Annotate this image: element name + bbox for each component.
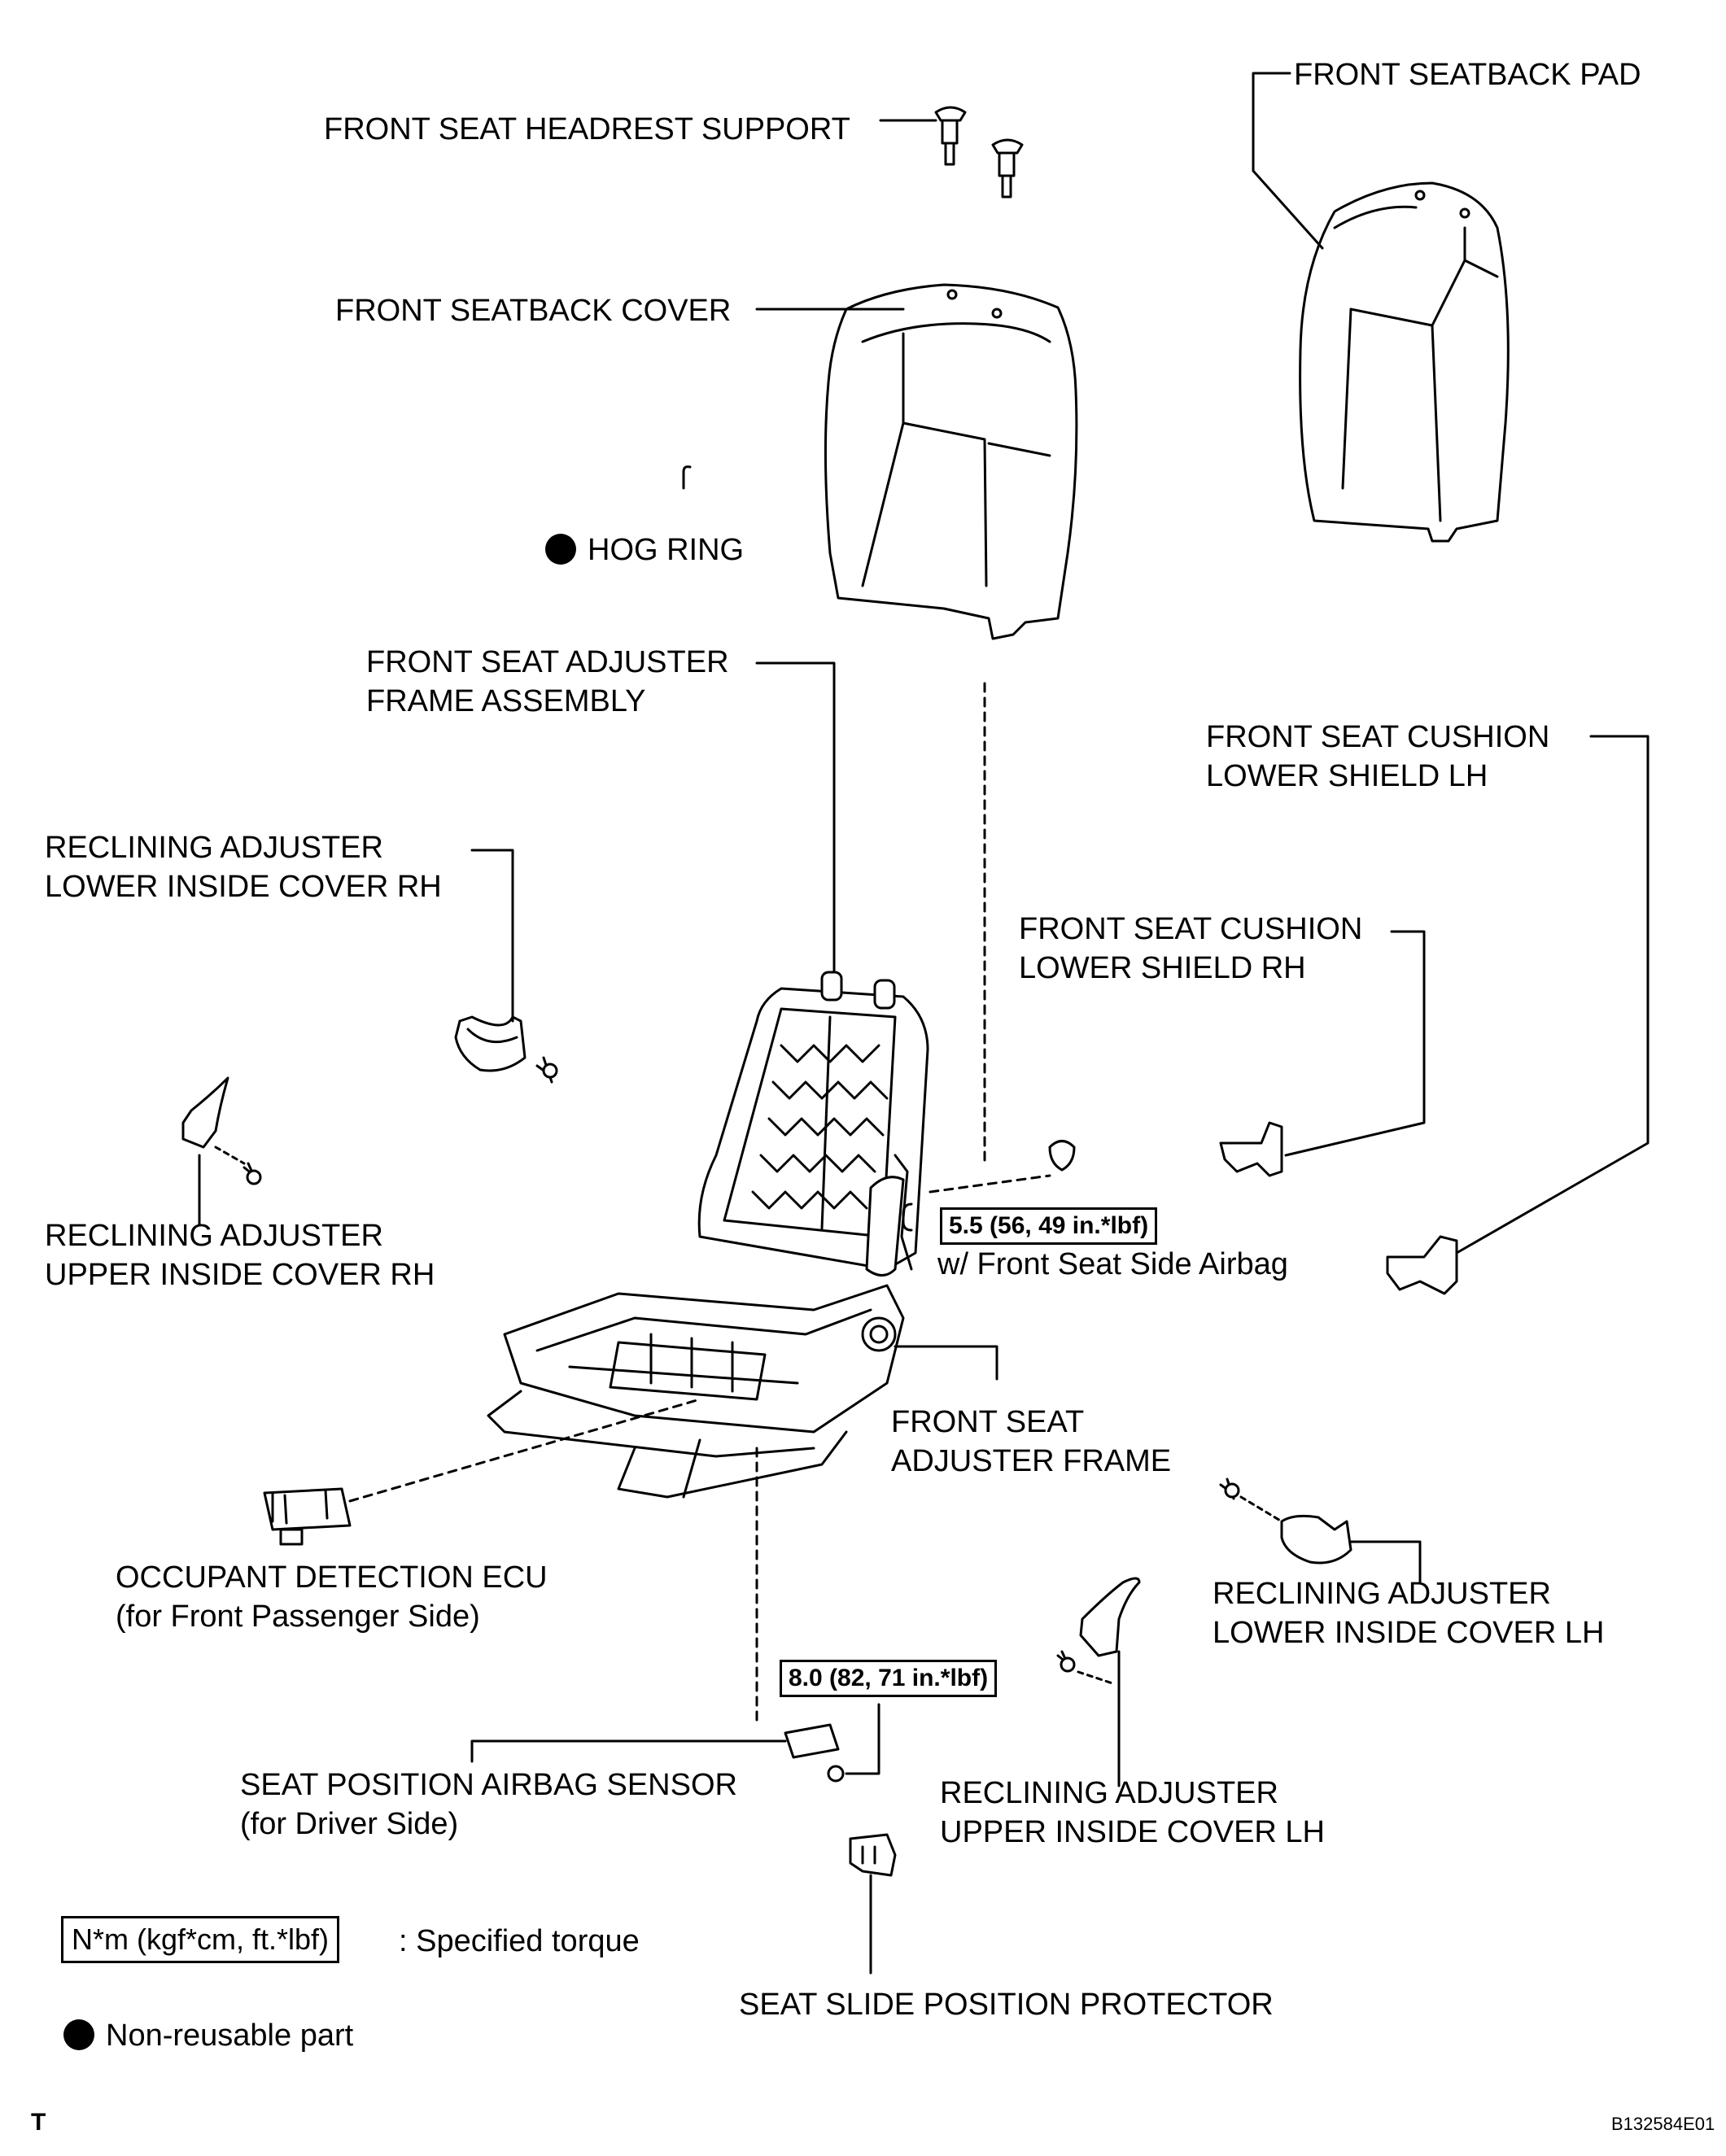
dashed-ecu (348, 1398, 701, 1503)
label-occupant-ecu-line2: (for Front Passenger Side) (116, 1600, 480, 1634)
figure-id: B132584E01 (1611, 2114, 1715, 2134)
lower-cover-rh-part (454, 1015, 558, 1084)
legend-torque-box: N*m (kgf*cm, ft.*lbf) (61, 1916, 340, 1963)
label-shield-rh-line2: LOWER SHIELD RH (1019, 951, 1306, 985)
leader-lower-cover-rh (470, 849, 514, 1023)
seatback-pad-part (1299, 181, 1510, 543)
seat-frame-assembly-part (487, 971, 929, 1499)
label-frame-assembly-line1: FRONT SEAT ADJUSTER (366, 645, 729, 679)
label-lower-cover-rh-line1: RECLINING ADJUSTER (45, 831, 383, 865)
legend-torque-text: : Specified torque (399, 1924, 640, 1958)
seatback-cover-part (824, 283, 1078, 640)
label-upper-cover-rh-line2: UPPER INSIDE COVER RH (45, 1258, 435, 1292)
label-frame-assembly-line2: FRAME ASSEMBLY (366, 684, 646, 718)
label-lower-cover-lh-line2: LOWER INSIDE COVER LH (1213, 1616, 1605, 1650)
leader-seatback-pad (1252, 72, 1324, 250)
occupant-ecu-part (263, 1487, 352, 1546)
non-reusable-dot-icon (63, 2019, 94, 2050)
upper-cover-rh-part (181, 1076, 262, 1185)
non-reusable-dot-icon (545, 534, 576, 565)
legend-nonreusable: Non-reusable part (63, 2016, 353, 2055)
corner-mark-left: T (31, 2109, 46, 2136)
cushion-shield-lh-part (1386, 1235, 1458, 1295)
torque-position-sensor: 8.0 (82, 71 in.*lbf) (780, 1660, 998, 1697)
label-adjuster-frame-line1: FRONT SEAT (891, 1405, 1085, 1439)
label-position-sensor-line1: SEAT POSITION AIRBAG SENSOR (240, 1768, 737, 1802)
label-lower-cover-lh-line1: RECLINING ADJUSTER (1213, 1577, 1551, 1611)
label-upper-cover-lh-line1: RECLINING ADJUSTER (940, 1776, 1278, 1810)
position-sensor-part (784, 1723, 845, 1783)
leader-lower-cover-lh (1349, 1540, 1422, 1584)
label-lower-cover-rh-line2: LOWER INSIDE COVER RH (45, 870, 442, 904)
slide-protector-part (849, 1833, 897, 1877)
leader-shield-lh (1455, 735, 1650, 1255)
lower-cover-lh-part (1219, 1477, 1352, 1565)
leader-airbag-dashed (929, 1174, 1051, 1194)
leader-frame-assembly (755, 661, 836, 978)
leader-sensor (470, 1739, 787, 1763)
label-occupant-ecu-line1: OCCUPANT DETECTION ECU (116, 1560, 548, 1595)
leader-torque-sensor (845, 1703, 880, 1775)
label-slide-protector: SEAT SLIDE POSITION PROTECTOR (739, 1988, 1274, 2022)
label-side-airbag-note: w/ Front Seat Side Airbag (937, 1247, 1288, 1281)
torque-side-airbag: 5.5 (56, 49 in.*lbf) (940, 1207, 1158, 1245)
label-shield-lh-line1: FRONT SEAT CUSHION (1206, 720, 1550, 754)
label-seatback-cover: FRONT SEATBACK COVER (335, 294, 732, 328)
upper-cover-lh-part (1056, 1577, 1141, 1686)
leader-adjuster-frame (894, 1345, 998, 1381)
airbag-nut (1048, 1140, 1076, 1172)
label-shield-lh-line2: LOWER SHIELD LH (1206, 759, 1488, 793)
headrest-support-parts (934, 106, 1024, 199)
label-seatback-pad: FRONT SEATBACK PAD (1294, 58, 1641, 92)
cushion-shield-rh-part (1219, 1121, 1283, 1177)
label-position-sensor-line2: (for Driver Side) (240, 1807, 459, 1841)
leader-shield-rh (1284, 930, 1426, 1157)
label-shield-rh-line1: FRONT SEAT CUSHION (1019, 912, 1363, 946)
label-adjuster-frame-line2: ADJUSTER FRAME (891, 1444, 1172, 1478)
label-upper-cover-lh-line2: UPPER INSIDE COVER LH (940, 1815, 1325, 1849)
label-headrest-support: FRONT SEAT HEADREST SUPPORT (324, 112, 850, 146)
label-upper-cover-rh-line1: RECLINING ADJUSTER (45, 1219, 383, 1253)
label-hog-ring: HOG RING (545, 530, 744, 570)
hog-ring-part (682, 465, 692, 490)
